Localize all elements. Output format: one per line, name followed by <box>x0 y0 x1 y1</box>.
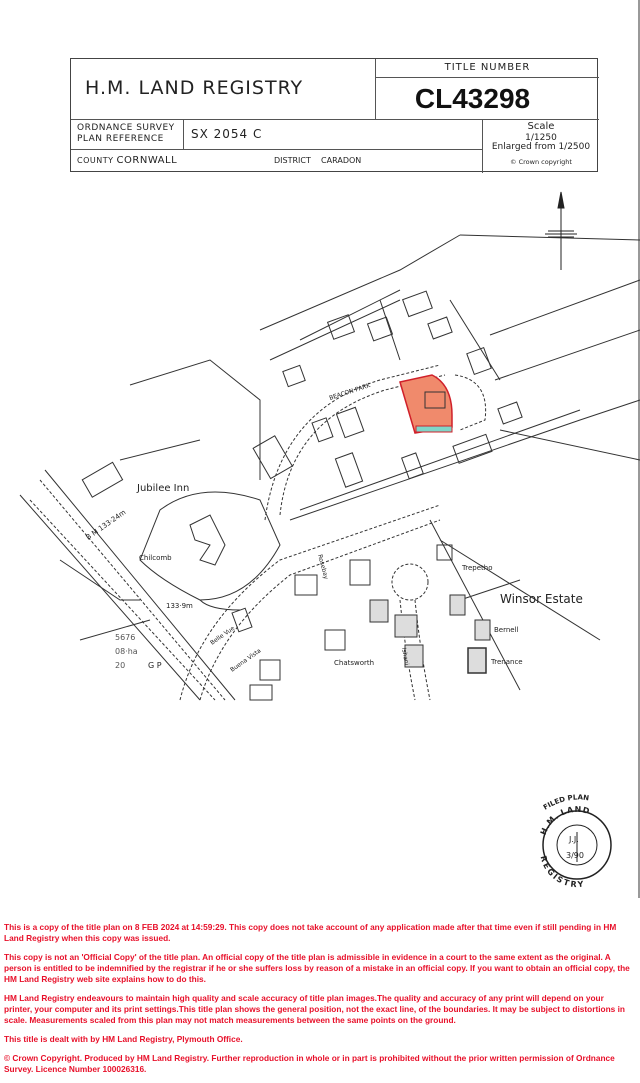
os-label-line1: ORDNANCE SURVEY <box>77 123 175 133</box>
os-plan-reference: SX 2054 C <box>191 127 263 141</box>
crown-copyright: © Crown copyright <box>510 158 572 166</box>
filed-plan-stamp: FILED PLAN H.M. LAND REGISTRY J.J. 3/90 <box>539 793 612 889</box>
district-label: DISTRICT <box>274 156 311 165</box>
label-chatsworth: Chatsworth <box>334 659 374 667</box>
footer-copy-date: This is a copy of the title plan on 8 FE… <box>4 922 617 943</box>
label-parcel-area: 08·ha <box>115 647 138 656</box>
district: DISTRICT CARADON <box>274 156 361 165</box>
label-trenance: Trenance <box>490 658 523 666</box>
label-parcel-number: 5676 <box>115 633 135 642</box>
title-block: H.M. LAND REGISTRY TITLE NUMBER CL43298 … <box>70 58 599 173</box>
label-gp: G P <box>148 661 162 670</box>
label-buena-vista: Buena Vista <box>229 647 263 673</box>
title-plan-map: BEACON PARK Jubilee Inn B M 133·24m Chil… <box>19 191 640 889</box>
disclaimer-footer: This is a copy of the title plan on 8 FE… <box>4 922 634 1083</box>
stamp-date: 3/90 <box>566 851 584 860</box>
plan-sheet <box>638 0 640 898</box>
county-label: COUNTY <box>77 156 114 165</box>
svg-text:FILED PLAN: FILED PLAN <box>542 793 590 811</box>
title-number-label: TITLE NUMBER <box>444 62 531 73</box>
label-winsor-estate: Winsor Estate <box>500 592 583 606</box>
map-linework <box>19 234 640 701</box>
label-beacon-park: BEACON PARK <box>328 382 372 402</box>
stamp-initials: J.J. <box>568 835 579 844</box>
footer-accuracy: HM Land Registry endeavours to maintain … <box>4 993 625 1025</box>
north-arrow-icon <box>545 191 577 270</box>
registry-name: H.M. LAND REGISTRY <box>85 77 304 99</box>
label-trepetho: Trepetho <box>461 564 493 572</box>
county-value: CORNWALL <box>116 155 178 166</box>
district-value: CARADON <box>321 156 362 165</box>
county: COUNTY CORNWALL <box>77 155 177 166</box>
label-rosebay: Rosebay <box>316 554 329 581</box>
label-bernell: Bernell <box>494 626 519 634</box>
label-ishani: Ishani <box>400 647 410 666</box>
scale-value: 1/1250 <box>525 133 557 143</box>
label-belle-vue: Belle Vue <box>209 625 236 647</box>
stamp-filed-plan: FILED PLAN <box>542 793 590 811</box>
scale-label: Scale <box>527 121 555 132</box>
label-chilcomb: Chilcomb <box>139 554 172 562</box>
title-extent-red <box>399 374 453 434</box>
scale-enlarged: Enlarged from 1/2500 <box>491 142 591 152</box>
label-spot-height: 133·9m <box>166 602 193 610</box>
footer-office: This title is dealt with by HM Land Regi… <box>4 1034 243 1044</box>
os-label-line2: PLAN REFERENCE <box>77 134 164 144</box>
footer-copyright: © Crown Copyright. Produced by HM Land R… <box>4 1053 615 1074</box>
footer-not-official: This copy is not an 'Official Copy' of t… <box>4 952 630 984</box>
label-jubilee-inn: Jubilee Inn <box>136 483 189 494</box>
label-parcel-acres: 20 <box>115 661 125 670</box>
title-number: CL43298 <box>414 83 531 114</box>
